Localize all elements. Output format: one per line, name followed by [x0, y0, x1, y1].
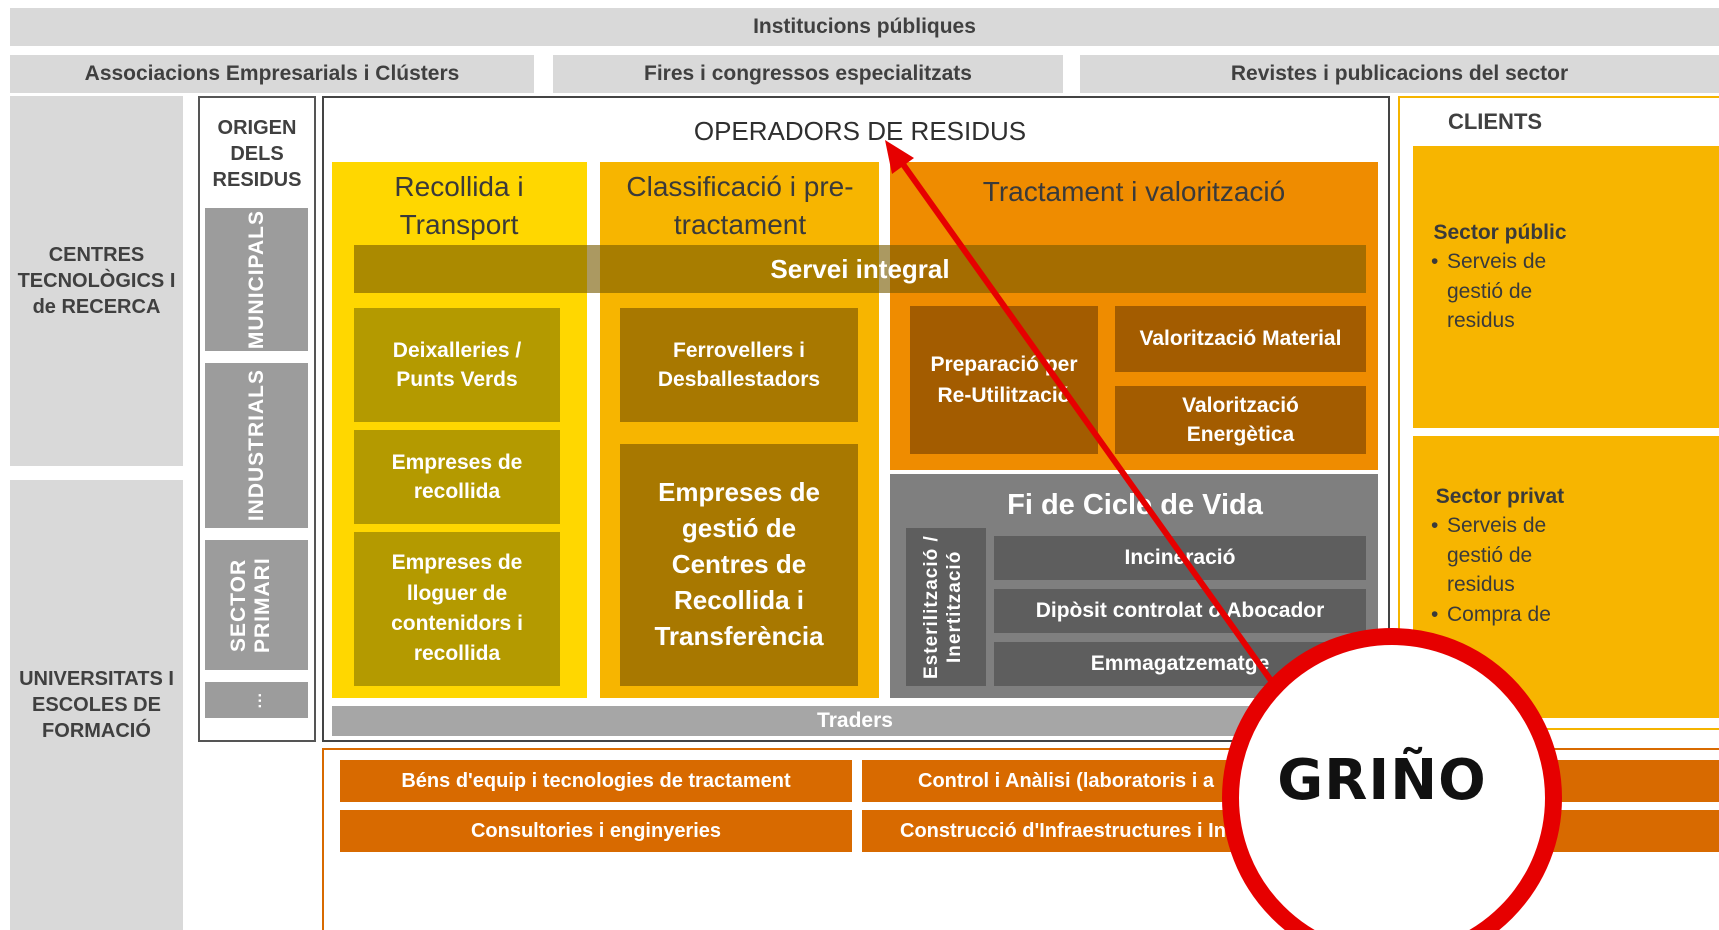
- client-public-bullet: Serveis de gestió de residus: [1425, 247, 1575, 335]
- integral-service-band: Servei integral: [354, 245, 1366, 293]
- clients-title: CLIENTS: [1400, 106, 1590, 138]
- institutions-label: Institucions públiques: [753, 15, 976, 38]
- box-gestio-centres-text: Empreses de gestió de Centres de Recolli…: [654, 477, 824, 651]
- box-deixalleries: Deixalleries / Punts Verds: [354, 308, 560, 422]
- box-diposit-text: Dipòsit controlat o Abocador: [1035, 599, 1325, 622]
- operators-title: OPERADORS DE RESIDUS: [600, 112, 1120, 150]
- box-empreses-recollida: Empreses de recollida: [354, 430, 560, 524]
- client-private-bullet-2: Compra de: [1425, 600, 1575, 630]
- clients-title-text: CLIENTS: [1447, 109, 1543, 134]
- box-lloguer: Empreses de lloguer de contenidors i rec…: [354, 532, 560, 686]
- operators-title-text: OPERADORS DE RESIDUS: [693, 115, 1027, 146]
- operators-panel: [322, 96, 1390, 742]
- box-lloguer-text: Empreses de lloguer de contenidors i rec…: [391, 551, 523, 666]
- col-collection-title: Recollida i Transport: [340, 170, 578, 242]
- arrow-line: [897, 158, 1275, 684]
- box-ferrovellers-text: Ferrovellers i Desballestadors: [657, 338, 821, 391]
- grino-logo: GRIÑO: [1252, 740, 1512, 820]
- associations-label: Associacions Empresarials i Clústers: [84, 62, 460, 85]
- box-valoritzacio-energetica-text: Valorització Energètica: [1182, 393, 1299, 446]
- box-gestio-centres: Empreses de gestió de Centres de Recolli…: [620, 444, 858, 686]
- magazines-label: Revistes i publicacions del sector: [1230, 62, 1569, 85]
- col-classification-title: Classificació i pre-tractament: [606, 170, 874, 242]
- origin-title: ORIGEN DELS RESIDUS: [202, 112, 312, 196]
- traders-label: Traders: [817, 709, 893, 732]
- col-treatment-title-text: Tractament i valorització: [982, 176, 1286, 208]
- grino-logo-text: GRIÑO: [1277, 747, 1487, 813]
- col-collection-title-text: Recollida i Transport: [394, 171, 524, 240]
- magazines-bar: Revistes i publicacions del sector: [1080, 55, 1719, 93]
- tech-centers-label: CENTRES TECNOLÒGICS I de RECERCA: [17, 244, 176, 318]
- fairs-label: Fires i congressos especialitzats: [644, 62, 972, 85]
- institutions-bar: Institucions públiques: [10, 8, 1719, 46]
- fairs-bar: Fires i congressos especialitzats: [553, 55, 1063, 93]
- origin-more: ...: [205, 682, 308, 718]
- box-diposit: Dipòsit controlat o Abocador: [994, 589, 1366, 633]
- origin-municipals: MUNICIPALS: [205, 208, 308, 351]
- box-empreses-recollida-text: Empreses de recollida: [391, 450, 523, 503]
- sterilization-box: Esterilització / Inertització: [906, 528, 986, 686]
- universities-label: UNIVERSITATS I ESCOLES DE FORMACIÓ: [19, 668, 174, 742]
- universities-box: UNIVERSITATS I ESCOLES DE FORMACIÓ: [10, 480, 183, 930]
- box-equipment: Béns d'equip i tecnologies de tractament: [340, 760, 852, 802]
- box-equipment-text: Béns d'equip i tecnologies de tractament: [401, 769, 791, 792]
- client-private-text: Sector privat Serveis de gestió de resid…: [1425, 482, 1575, 629]
- clients-panel: [1398, 96, 1719, 730]
- box-deixalleries-text: Deixalleries / Punts Verds: [392, 338, 522, 391]
- box-control-text: Control i Anàlisi (laboratoris i a: [918, 769, 1214, 792]
- box-ferrovellers: Ferrovellers i Desballestadors: [620, 308, 858, 422]
- origin-industrials: INDUSTRIALS: [205, 363, 308, 528]
- box-valoritzacio-material-text: Valorització Material: [1139, 327, 1342, 351]
- box-valoritzacio-material: Valorització Material: [1115, 306, 1366, 372]
- arrow-head-icon: [885, 140, 914, 174]
- client-private-title: Sector privat: [1435, 485, 1565, 508]
- client-private-bullet-1: Serveis de gestió de residus: [1425, 511, 1575, 599]
- origin-title-text: ORIGEN DELS RESIDUS: [212, 117, 302, 191]
- box-construction-text: Construcció d'Infraestructures i In: [900, 819, 1226, 842]
- tech-centers-box: CENTRES TECNOLÒGICS I de RECERCA: [10, 96, 183, 466]
- services-panel: [322, 748, 1719, 930]
- box-emmagatzematge-text: Emmagatzematge: [1090, 652, 1270, 675]
- client-public-title: Sector públic: [1433, 221, 1567, 244]
- integral-service-label: Servei integral: [770, 253, 950, 284]
- box-valoritzacio-energetica: Valorització Energètica: [1115, 386, 1366, 454]
- box-consulting-text: Consultories i enginyeries: [470, 819, 722, 842]
- box-consulting: Consultories i enginyeries: [340, 810, 852, 852]
- col-treatment-title: Tractament i valorització: [890, 170, 1378, 214]
- origin-primary: SECTOR PRIMARI: [205, 540, 308, 670]
- associations-bar: Associacions Empresarials i Clústers: [10, 55, 534, 93]
- origin-panel: [198, 96, 316, 742]
- client-public-text: Sector públic Serveis de gestió de resid…: [1425, 218, 1575, 336]
- col-classification-title-text: Classificació i pre-tractament: [626, 171, 854, 240]
- traders-bar: Traders: [332, 706, 1378, 736]
